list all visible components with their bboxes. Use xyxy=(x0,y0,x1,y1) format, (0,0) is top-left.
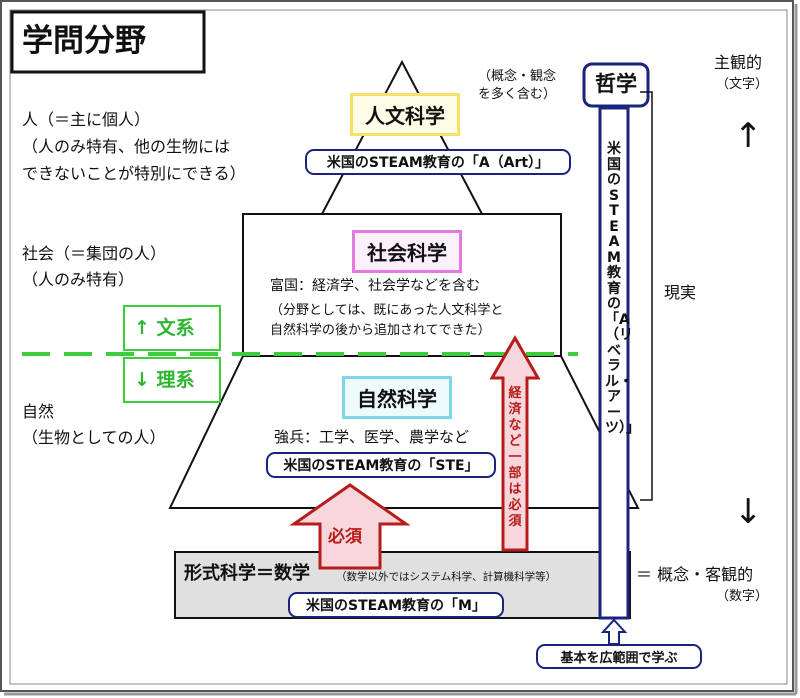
humanities-steam-box: 米国のSTEAM教育の「A（Art）」 xyxy=(305,149,571,175)
philosophy-up-arrow xyxy=(600,618,628,645)
objective-label: ＝ 概念・客観的 xyxy=(636,565,754,584)
philosophy-box xyxy=(582,62,650,108)
page-title: 学問分野 xyxy=(22,23,146,59)
formal-steam-box: 米国のSTEAM教育の「M」 xyxy=(288,592,504,618)
down-arrow: ↓ xyxy=(734,492,763,532)
humanities-label: 人文科学 xyxy=(350,93,460,136)
formal-note: （数学以外ではシステム科学、計算機科学等） xyxy=(336,571,557,583)
social-label: 社会科学 xyxy=(352,230,462,273)
natural-steam-box: 米国のSTEAM教育の「STE」 xyxy=(266,452,496,478)
philosophy-note-1: （概念・観念 xyxy=(478,69,557,84)
rikei-label: ↓ 理系 xyxy=(134,369,195,391)
subjective-label: 主観的 xyxy=(714,53,763,72)
up-arrow: ↑ xyxy=(734,116,763,156)
social-desc-3: 自然科学の後から追加されてできた） xyxy=(270,323,491,338)
nature-line-1: 自然 xyxy=(22,402,55,421)
required-arrow xyxy=(289,483,411,570)
society-line-1: 社会（＝集団の人） xyxy=(22,244,167,263)
reality-bracket xyxy=(640,91,653,501)
human-line-3: できないことが特別にできる） xyxy=(22,164,246,183)
nature-line-2: （生物としての人） xyxy=(22,428,166,447)
philosophy-vertical-text: 米国のSTEAM教育の「A（リベラル・アーツ）」 xyxy=(605,141,640,436)
philosophy-label: 哲学 xyxy=(595,72,637,96)
inner-frame xyxy=(9,9,788,685)
title-box xyxy=(10,10,206,74)
subjective-sub: （文字） xyxy=(716,77,769,92)
society-line-2: （人のみ特有） xyxy=(22,270,135,289)
pyramid-top xyxy=(320,59,484,215)
bunkei-box xyxy=(123,305,221,351)
formal-label: 形式科学＝数学 xyxy=(184,563,310,584)
required-arrow-label: 必須 xyxy=(328,527,362,547)
objective-sub: （数字） xyxy=(716,589,769,604)
natural-label: 自然科学 xyxy=(342,376,452,419)
social-desc-1: 富国：経済学、社会学などを含む xyxy=(270,278,480,294)
natural-desc: 強兵：工学、医学、農学など xyxy=(274,428,470,446)
philosophy-note-2: を多く含む） xyxy=(478,87,557,102)
reality-label: 現実 xyxy=(664,283,697,302)
human-line-2: （人のみ特有、他の生物には xyxy=(22,137,231,156)
philosophy-bar xyxy=(598,106,630,620)
social-desc-2: （分野としては、既にあった人文科学と xyxy=(270,303,504,318)
economy-arrow-label: 経済など一部は必須 xyxy=(508,386,522,529)
human-line-1: 人（＝主に個人） xyxy=(22,110,151,129)
bunkei-label: ↑ 文系 xyxy=(134,317,195,339)
rikei-box xyxy=(123,357,221,403)
economy-arrow xyxy=(489,334,541,552)
philosophy-bottom-box: 基本を広範囲で学ぶ xyxy=(536,644,702,669)
